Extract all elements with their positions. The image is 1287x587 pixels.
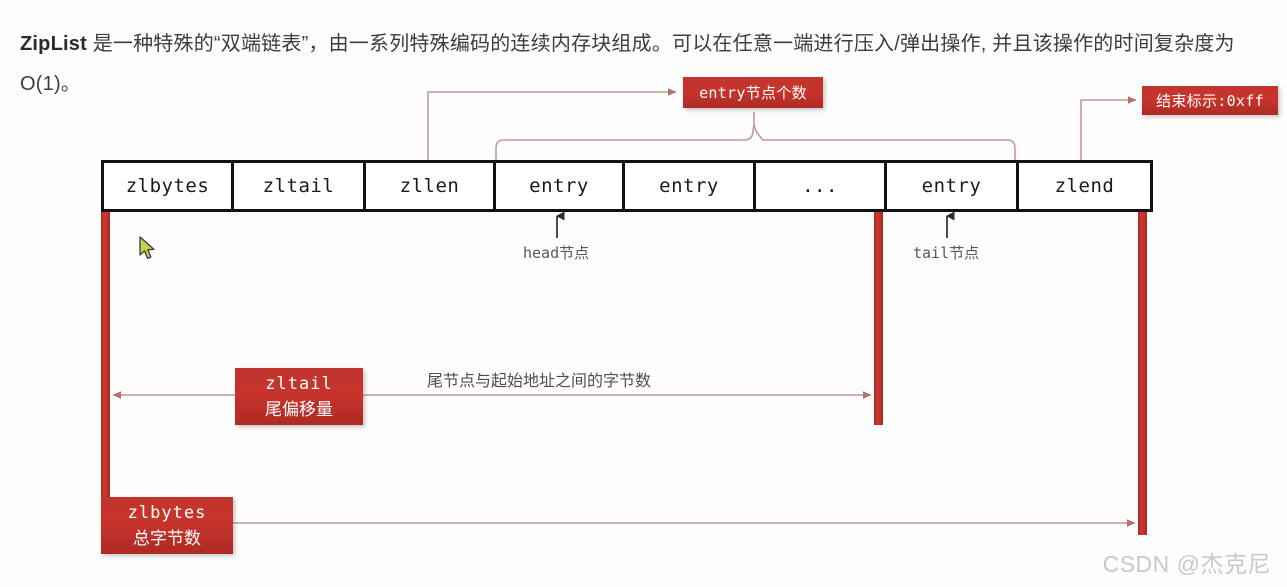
struct-cell-entry-second[interactable]: entry xyxy=(625,163,756,209)
ziplist-diagram: zlbytes zltail zllen entry entry ... ent… xyxy=(0,60,1287,587)
callout-zlbytes: zlbytes 总字节数 xyxy=(101,497,233,554)
connector-zlend-to-end-mark xyxy=(1080,96,1137,160)
callout-zlbytes-title: zlbytes xyxy=(127,502,207,523)
callout-entry-count: entry节点个数 xyxy=(683,77,823,108)
struct-cell-ellipsis[interactable]: ... xyxy=(756,163,887,209)
struct-cell-entry-head[interactable]: entry xyxy=(496,163,625,209)
callout-zlbytes-subtitle: 总字节数 xyxy=(133,528,201,548)
brace-entry-span xyxy=(495,123,1016,160)
struct-cell-zllen[interactable]: zllen xyxy=(366,163,496,209)
struct-cell-zlbytes[interactable]: zlbytes xyxy=(104,163,234,209)
struct-cell-entry-tail[interactable]: entry xyxy=(887,163,1019,209)
intro-body-text: 是一种特殊的“双端链表”，由一系列特殊编码的连续内存块组成。可以在任意一端进行压… xyxy=(20,33,1235,95)
connector-zllen-to-entry-count xyxy=(427,88,677,160)
ziplist-struct-row: zlbytes zltail zllen entry entry ... ent… xyxy=(101,160,1153,212)
page-title: ZipList 是一种特殊的“双端链表”，由一系列特殊编码的连续内存块组成。可以… xyxy=(20,24,1270,104)
callout-zlend-end-mark: 结束标示:0xff xyxy=(1142,86,1278,115)
callout-zltail-subtitle: 尾偏移量 xyxy=(265,399,333,419)
callout-zltail-title: zltail xyxy=(265,373,333,394)
intro-strong-term: ZipList xyxy=(20,33,87,55)
struct-cell-zltail[interactable]: zltail xyxy=(234,163,366,209)
diagram-connectors-svg xyxy=(101,88,1147,547)
red-bar-end xyxy=(1138,207,1147,535)
struct-cell-zlend[interactable]: zlend xyxy=(1019,163,1150,209)
annotation-head-node: head节点 xyxy=(523,244,590,262)
red-bar-tail-node xyxy=(874,207,883,425)
csdn-watermark: CSDN @杰克尼 xyxy=(1102,551,1271,577)
callout-zltail: zltail 尾偏移量 xyxy=(235,368,363,425)
annotation-tail-offset-bytes: 尾节点与起始地址之间的字节数 xyxy=(427,373,652,390)
red-bar-start xyxy=(101,207,110,547)
annotation-tail-node: tail节点 xyxy=(913,244,980,262)
